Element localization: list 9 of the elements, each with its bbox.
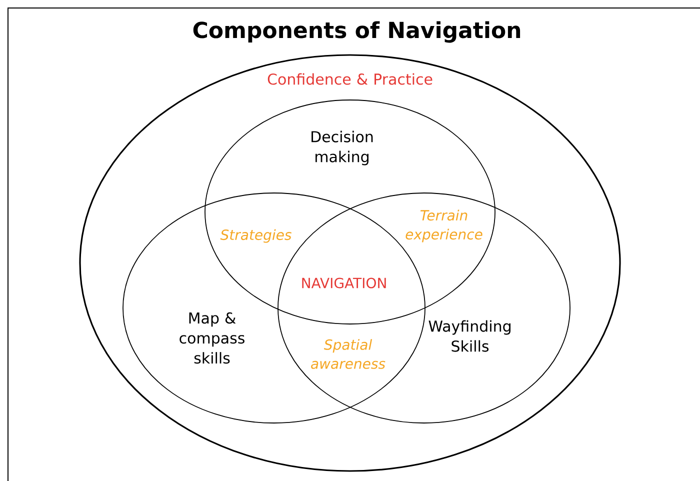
ellipse-label: Decision making — [312, 130, 373, 166]
title: Components of Navigation — [193, 21, 520, 43]
ellipse-label: Map & compass skills — [180, 312, 244, 364]
ellipse-label: Confidence & Practice — [268, 73, 432, 85]
ellipse-label: Wayfinding Skills — [428, 320, 510, 352]
region-label: Terrain experience — [406, 210, 482, 242]
region-label: Spatial awareness — [311, 339, 386, 369]
region-label: NAVIGATION — [302, 278, 386, 288]
region-label: Strategies — [220, 229, 292, 243]
